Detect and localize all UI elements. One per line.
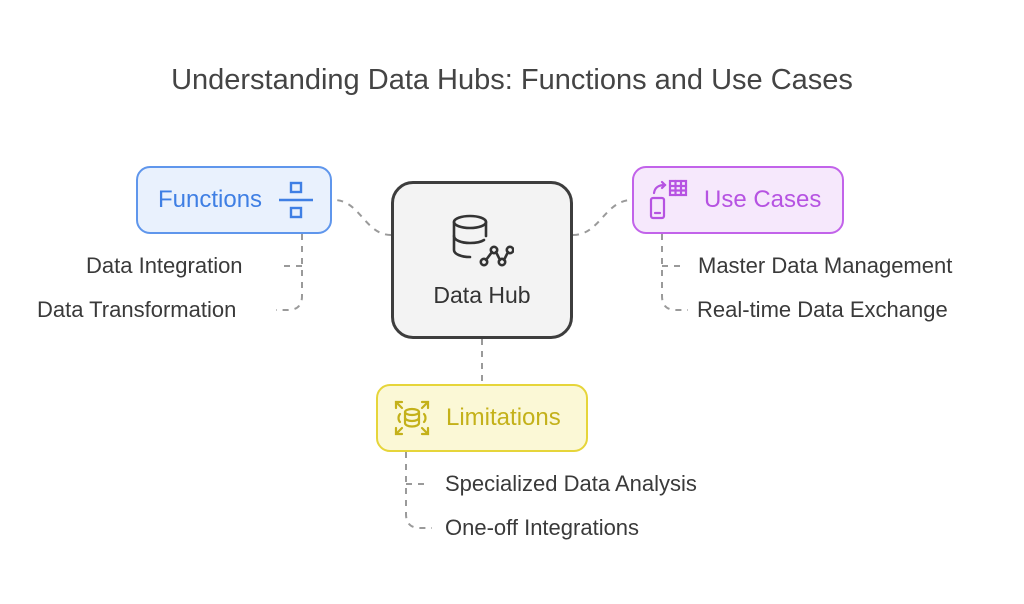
functions-node: Functions [136, 166, 332, 234]
functions-item: Data Transformation [37, 297, 237, 322]
device-table-sync-icon [648, 178, 688, 222]
use-cases-label: Use Cases [704, 186, 822, 213]
functions-label: Functions [158, 186, 263, 213]
connector-functions-items [276, 234, 303, 311]
use-cases-node: Use Cases [632, 166, 844, 234]
use-cases-item: Master Data Management [698, 253, 953, 278]
use-cases-item: Real-time Data Exchange [697, 297, 948, 322]
hub-label: Data Hub [433, 281, 531, 308]
divide-icon [276, 180, 316, 220]
limitations-node: Limitations [376, 384, 588, 452]
limitations-item: One-off Integrations [445, 515, 640, 540]
diagram-title: Understanding Data Hubs: Functions and U… [171, 64, 853, 96]
data-hub-node: Data Hub [391, 181, 573, 339]
connector-usecases-items [661, 234, 688, 311]
limitations-label: Limitations [446, 404, 561, 431]
database-network-icon [450, 212, 514, 272]
connector-limitations-items [405, 452, 432, 529]
limitations-item: Specialized Data Analysis [445, 471, 697, 496]
connector-hub-usecases [572, 199, 633, 236]
database-expand-icon [392, 398, 432, 438]
connector-hub-functions [333, 199, 392, 236]
functions-item: Data Integration [86, 253, 243, 278]
